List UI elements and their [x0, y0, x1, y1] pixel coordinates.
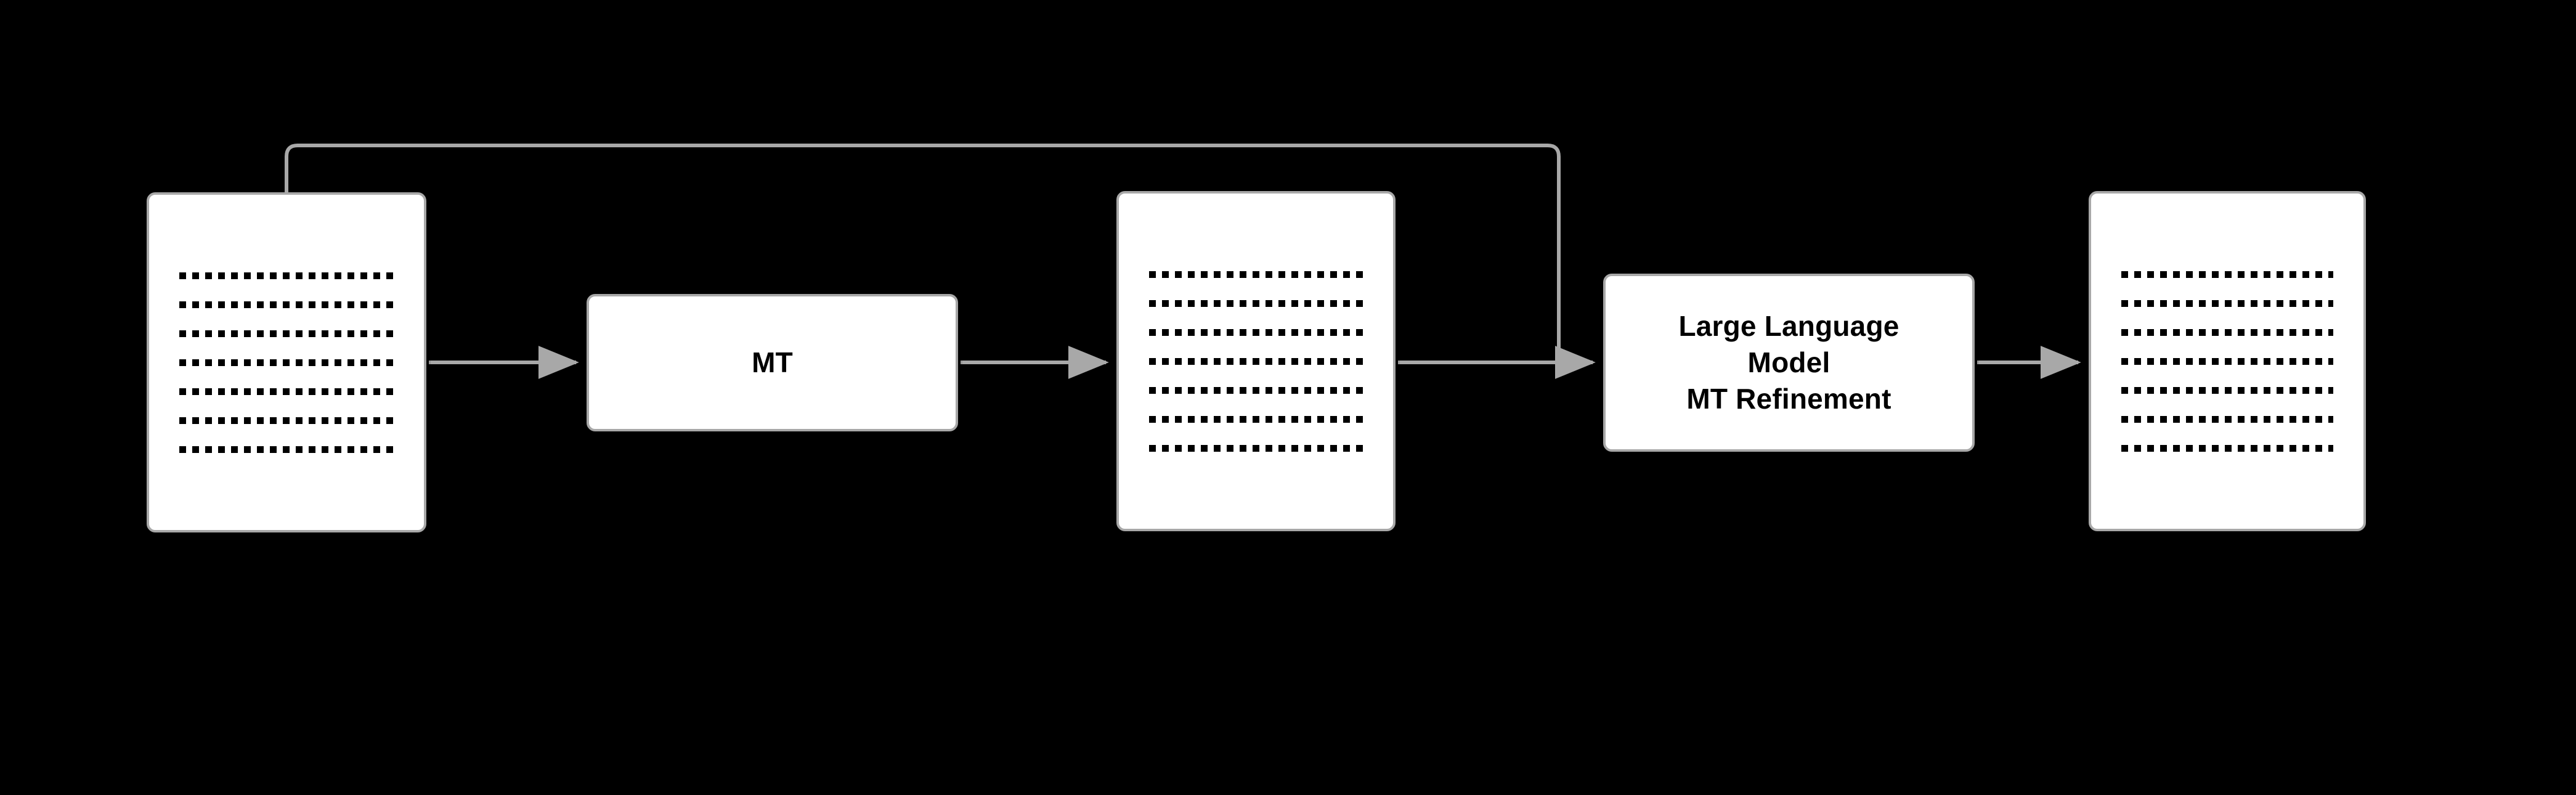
mt-process-node[interactable]: MT	[587, 294, 958, 431]
refined-document-node[interactable]	[2089, 191, 2366, 531]
document-text-line	[2121, 328, 2334, 336]
document-text-line	[2121, 357, 2334, 365]
document-text-line	[179, 446, 394, 453]
document-text-line	[1148, 328, 1363, 336]
document-text-line	[2121, 386, 2334, 394]
document-text-line	[179, 301, 394, 308]
document-lines-icon	[1119, 260, 1393, 463]
llm-refinement-process-label: Large Language Model MT Refinement	[1678, 310, 1899, 415]
document-text-line	[1148, 444, 1363, 452]
document-text-line	[179, 359, 394, 366]
llm-refinement-process-node[interactable]: Large Language Model MT Refinement	[1603, 274, 1975, 452]
document-text-line	[1148, 300, 1363, 307]
document-text-line	[2121, 300, 2334, 307]
document-text-line	[1148, 415, 1363, 423]
document-text-line	[2121, 271, 2334, 278]
document-text-line	[2121, 444, 2334, 452]
mt-output-document-node[interactable]	[1116, 191, 1396, 531]
document-text-line	[1148, 271, 1363, 278]
document-text-line	[179, 330, 394, 337]
document-text-line	[179, 417, 394, 424]
document-lines-icon	[149, 261, 424, 464]
document-text-line	[179, 272, 394, 279]
document-lines-icon	[2091, 260, 2363, 463]
document-text-line	[1148, 357, 1363, 365]
source-document-node[interactable]	[147, 192, 426, 532]
document-text-line	[2121, 415, 2334, 423]
document-text-line	[179, 388, 394, 395]
document-text-line	[1148, 386, 1363, 394]
connector-source-to-llm-feedback	[285, 144, 1593, 364]
mt-process-label: MT	[752, 346, 793, 379]
